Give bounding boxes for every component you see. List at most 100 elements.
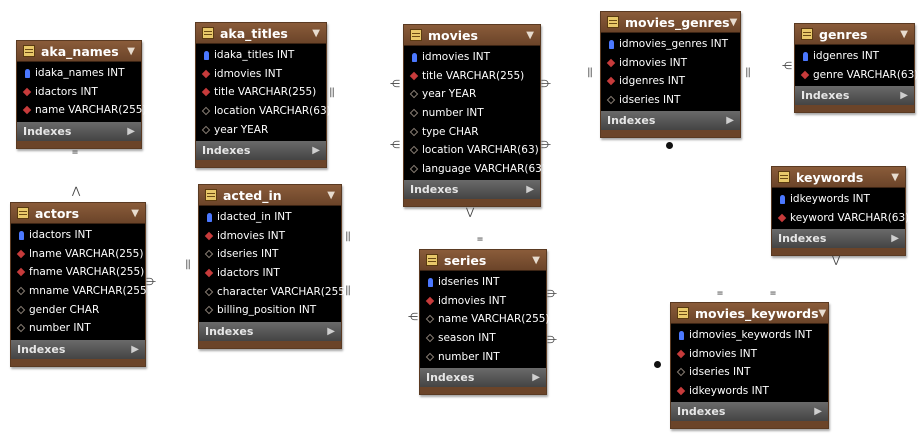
column-row[interactable]: idseries INT — [199, 245, 341, 264]
expand-arrow-icon[interactable]: ▶ — [526, 184, 534, 196]
column-row[interactable]: idseries INT — [420, 273, 546, 292]
column-row[interactable]: lname VARCHAR(255) — [11, 245, 145, 264]
column-row[interactable]: billing_position INT — [199, 301, 341, 320]
column-row[interactable]: fname VARCHAR(255) — [11, 263, 145, 282]
column-row[interactable]: keyword VARCHAR(63) — [772, 209, 909, 228]
column-row[interactable]: title VARCHAR(255) — [404, 67, 540, 86]
table-header[interactable]: series ▼ — [420, 250, 546, 271]
column-row[interactable]: idmovies INT — [420, 292, 546, 311]
column-row[interactable]: number INT — [420, 347, 546, 366]
chevron-down-icon[interactable]: ▼ — [131, 207, 139, 219]
table-header[interactable]: aka_names ▼ — [17, 41, 141, 62]
column-row[interactable]: idacted_in INT — [199, 208, 341, 227]
table-header[interactable]: acted_in ▼ — [199, 185, 341, 206]
column-row[interactable]: name VARCHAR(255) — [17, 101, 147, 120]
table-footer — [795, 105, 914, 113]
column-row[interactable]: season INT — [420, 329, 546, 348]
column-row[interactable]: idmovies_keywords INT — [671, 326, 828, 345]
column-row[interactable]: idmovies INT — [196, 65, 326, 84]
column-row[interactable]: year YEAR — [196, 120, 326, 139]
expand-arrow-icon[interactable]: ▶ — [312, 144, 320, 156]
chevron-down-icon[interactable]: ▼ — [818, 307, 827, 319]
column-row[interactable]: gender CHAR — [11, 300, 145, 319]
expand-arrow-icon[interactable]: ▶ — [891, 233, 899, 245]
column-row[interactable]: idactors INT — [17, 83, 141, 102]
column-row[interactable]: number INT — [11, 319, 145, 338]
chevron-down-icon[interactable]: ▼ — [127, 45, 135, 57]
column-row[interactable]: idkeywords INT — [772, 190, 905, 209]
table-header[interactable]: genres ▼ — [795, 24, 914, 45]
column-row[interactable]: location VARCHAR(63) — [196, 102, 331, 121]
column-row[interactable]: type CHAR — [404, 122, 540, 141]
foreign-key-icon — [201, 69, 211, 79]
chevron-down-icon[interactable]: ▼ — [312, 27, 320, 39]
expand-arrow-icon[interactable]: ▶ — [900, 90, 908, 102]
column-row[interactable]: idseries INT — [671, 363, 828, 382]
expand-arrow-icon[interactable]: ▶ — [726, 115, 734, 127]
column-row[interactable]: name VARCHAR(255) — [420, 310, 550, 329]
column-row[interactable]: idgenres INT — [601, 72, 740, 91]
indexes-section[interactable]: Indexes▶ — [601, 111, 740, 131]
table-header[interactable]: keywords ▼ — [772, 167, 905, 188]
column-row[interactable]: idmovies INT — [199, 227, 341, 246]
table-header[interactable]: aka_titles ▼ — [196, 23, 326, 44]
table-header[interactable]: movies_genres ▼ — [601, 12, 740, 33]
expand-arrow-icon[interactable]: ▶ — [532, 371, 540, 383]
chevron-down-icon[interactable]: ▼ — [526, 29, 534, 41]
column-row[interactable]: idkeywords INT — [671, 382, 828, 401]
column-row[interactable]: character VARCHAR(255) — [199, 282, 349, 301]
table-header[interactable]: movies_keywords ▼ — [671, 303, 828, 324]
indexes-section[interactable]: Indexes▶ — [671, 402, 828, 422]
expand-arrow-icon[interactable]: ▶ — [327, 325, 335, 337]
indexes-section[interactable]: Indexes▶ — [17, 121, 141, 141]
column-row[interactable]: idgenres INT — [795, 47, 914, 66]
column-row[interactable]: idmovies INT — [404, 48, 540, 67]
indexes-section[interactable]: Indexes▶ — [11, 339, 145, 359]
column-row[interactable]: year YEAR — [404, 85, 540, 104]
chevron-down-icon[interactable]: ▼ — [900, 28, 908, 40]
column-icon — [409, 127, 419, 137]
column-row[interactable]: genre VARCHAR(63) — [795, 66, 918, 85]
indexes-section[interactable]: Indexes▶ — [404, 180, 540, 200]
expand-arrow-icon[interactable]: ▶ — [131, 343, 139, 355]
column-row[interactable]: mname VARCHAR(255) — [11, 282, 151, 301]
column-row[interactable]: idaka_names INT — [17, 64, 141, 83]
column-row[interactable]: location VARCHAR(63) — [404, 141, 540, 160]
indexes-section[interactable]: Indexes▶ — [420, 367, 546, 387]
column-row[interactable]: idmovies INT — [601, 54, 740, 73]
chevron-down-icon[interactable]: ▼ — [891, 171, 899, 183]
column-row[interactable]: idactors INT — [11, 226, 145, 245]
chevron-down-icon[interactable]: ▼ — [729, 16, 738, 28]
column-row[interactable]: idseries INT — [601, 91, 740, 110]
column-row[interactable]: title VARCHAR(255) — [196, 83, 326, 102]
column-row[interactable]: language VARCHAR(63) — [404, 160, 546, 179]
indexes-section[interactable]: Indexes▶ — [795, 86, 914, 106]
indexes-section[interactable]: Indexes▶ — [199, 321, 341, 341]
column-row[interactable]: idactors INT — [199, 264, 341, 283]
column-icon — [409, 89, 419, 99]
chevron-down-icon[interactable]: ▼ — [532, 254, 540, 266]
expand-arrow-icon[interactable]: ▶ — [814, 406, 822, 418]
column-row[interactable]: idmovies_genres INT — [601, 35, 740, 54]
indexes-section[interactable]: Indexes▶ — [196, 140, 326, 160]
indexes-section[interactable]: Indexes▶ — [772, 229, 905, 249]
column-row[interactable]: number INT — [404, 104, 540, 123]
column-row[interactable]: idaka_titles INT — [196, 46, 326, 65]
expand-arrow-icon[interactable]: ▶ — [127, 125, 135, 137]
table-header[interactable]: actors ▼ — [11, 203, 145, 224]
chevron-down-icon[interactable]: ▼ — [327, 189, 335, 201]
column-row[interactable]: idmovies INT — [671, 345, 828, 364]
table-header[interactable]: movies ▼ — [404, 25, 540, 46]
